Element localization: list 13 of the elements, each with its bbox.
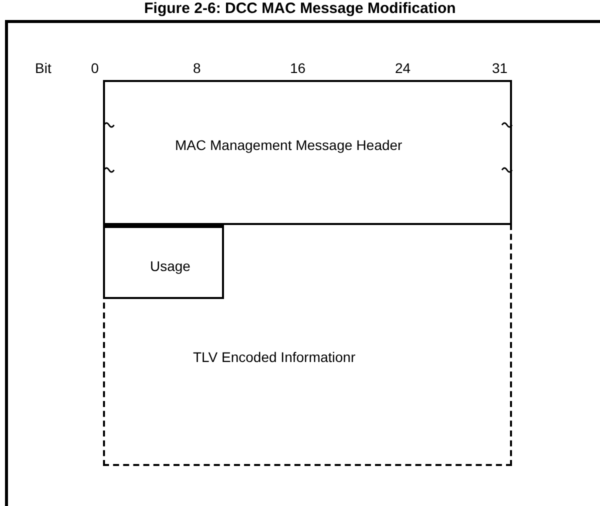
field-label: MAC Management Message Header	[175, 137, 402, 153]
bit-number: 0	[91, 60, 99, 76]
header-field	[103, 80, 512, 225]
bit-number: 31	[492, 60, 508, 76]
bit-number: 24	[395, 60, 411, 76]
field-label: Usage	[150, 258, 190, 274]
bit-number: 16	[290, 60, 306, 76]
bit-number: 8	[193, 60, 201, 76]
tlv-field	[103, 224, 512, 466]
usage-field	[103, 224, 224, 299]
ruler-caption: Bit	[35, 60, 52, 76]
figure-title: Figure 2-6: DCC MAC Message Modification	[143, 0, 457, 17]
field-label: TLV Encoded Informationr	[193, 349, 356, 365]
